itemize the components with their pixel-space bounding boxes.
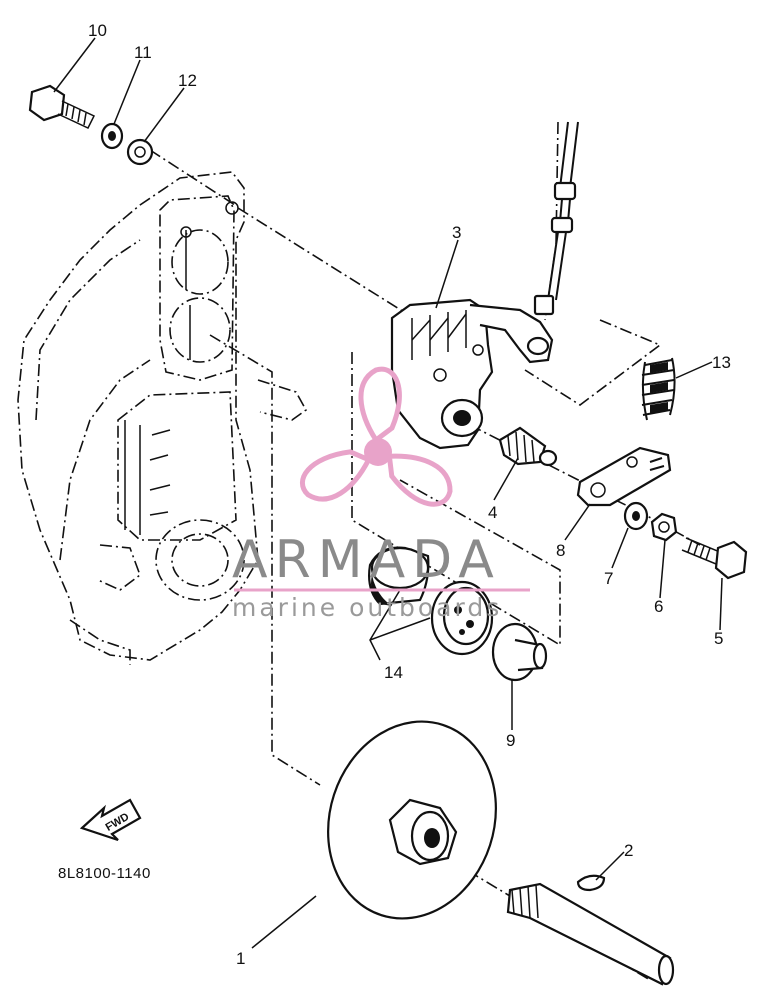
label-2: 2 bbox=[624, 841, 633, 860]
label-14: 14 bbox=[384, 663, 403, 682]
propeller-logo-icon bbox=[300, 366, 453, 507]
fwd-arrow-icon: FWD bbox=[79, 798, 142, 842]
disk-14 bbox=[430, 580, 494, 656]
callout-leaders bbox=[53, 37, 723, 949]
watermark-tagline: marine outboards bbox=[232, 593, 502, 622]
part-labels: 10 11 12 3 13 4 8 7 6 5 14 9 2 1 8L8100-… bbox=[58, 21, 731, 968]
catalog-code: 8L8100-1140 bbox=[58, 865, 151, 882]
watermark-brand: ARMADA bbox=[232, 530, 501, 590]
key-2 bbox=[576, 874, 606, 892]
washer-12 bbox=[126, 138, 154, 166]
shift-cable bbox=[533, 121, 579, 316]
flange-9 bbox=[491, 622, 548, 682]
label-3: 3 bbox=[452, 223, 461, 242]
label-11: 11 bbox=[134, 43, 152, 62]
label-5: 5 bbox=[714, 629, 723, 648]
label-12: 12 bbox=[178, 71, 197, 90]
bolt-10 bbox=[28, 84, 96, 129]
lever-8 bbox=[576, 446, 672, 507]
label-4: 4 bbox=[488, 503, 497, 522]
pin-4 bbox=[498, 426, 558, 467]
disk-1 bbox=[327, 720, 497, 920]
label-6: 6 bbox=[654, 597, 663, 616]
shaft-1 bbox=[506, 882, 675, 986]
spring-13 bbox=[641, 357, 676, 421]
bolt-5 bbox=[681, 537, 748, 580]
label-8: 8 bbox=[556, 541, 565, 560]
label-13: 13 bbox=[712, 353, 731, 372]
label-1: 1 bbox=[236, 949, 245, 968]
label-10: 10 bbox=[88, 21, 107, 40]
nut-6 bbox=[650, 512, 678, 542]
label-7: 7 bbox=[604, 569, 613, 588]
armada-watermark: ARMADA marine outboards bbox=[232, 366, 530, 622]
lock-washer-11 bbox=[100, 122, 124, 150]
label-9: 9 bbox=[506, 731, 515, 750]
housing-outline bbox=[17, 171, 308, 665]
washer-7 bbox=[623, 501, 649, 531]
bracket-3 bbox=[390, 298, 554, 450]
